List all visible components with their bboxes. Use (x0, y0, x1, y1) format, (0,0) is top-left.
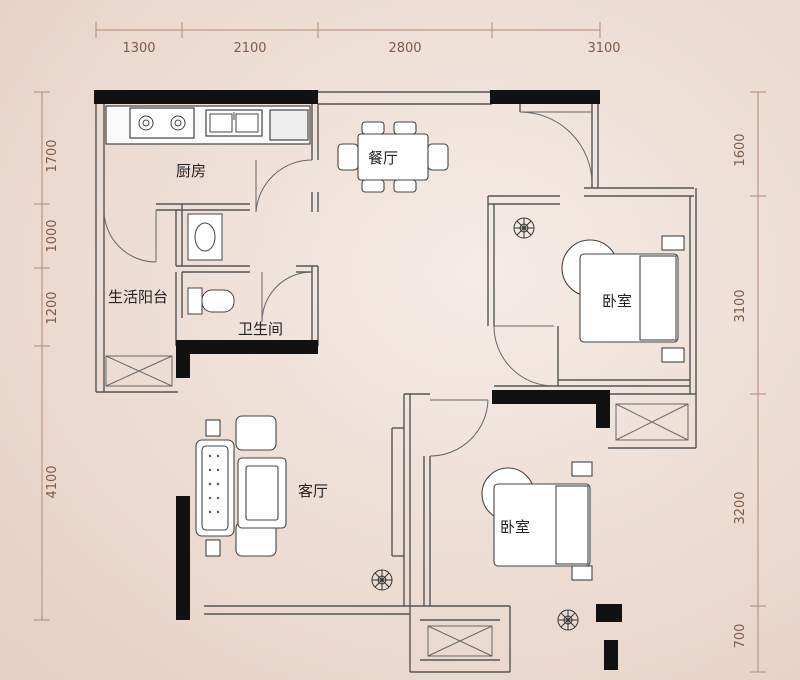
door-swing-icon (103, 111, 593, 457)
dim-left-3: 1200 (45, 291, 60, 324)
dim-right-3: 3200 (733, 491, 748, 524)
dim-right-4: 700 (733, 624, 748, 649)
window-icon (105, 355, 689, 657)
left-dimension-line (34, 91, 50, 621)
dim-right-1: 1600 (733, 133, 748, 166)
thick-walls (94, 90, 622, 670)
dim-left-2: 1000 (45, 219, 60, 252)
dim-top-4: 3100 (587, 41, 620, 56)
kitchen-counter (105, 105, 311, 145)
sofa-cushion-dots (208, 454, 220, 514)
sofa-set-icon (195, 415, 287, 557)
washbasin-icon (187, 213, 223, 261)
bed-icon (561, 235, 685, 363)
room-label-bathroom: 卫生间 (238, 320, 284, 338)
dim-left-1: 1700 (45, 139, 60, 172)
dim-left-4: 4100 (45, 465, 60, 498)
stove-icon (138, 115, 186, 131)
bed-icon (481, 461, 593, 581)
thin-walls (95, 91, 697, 673)
room-label-bedroom-2: 卧室 (500, 518, 531, 536)
plant-icon (513, 217, 535, 239)
room-label-living-room: 客厅 (298, 482, 329, 500)
right-dimension-line (750, 91, 766, 673)
room-label-dining: 餐厅 (368, 149, 399, 167)
room-label-kitchen: 厨房 (176, 162, 207, 180)
plant-icon (371, 569, 393, 591)
top-dimension-line (95, 22, 601, 38)
plant-icon (557, 609, 579, 631)
toilet-icon (187, 287, 235, 315)
sink-icon (209, 112, 259, 133)
dim-top-2: 2100 (233, 41, 266, 56)
dim-top-1: 1300 (122, 41, 155, 56)
dining-table-icon (337, 121, 449, 193)
room-label-bedroom-1: 卧室 (602, 292, 633, 310)
dim-top-3: 2800 (388, 41, 421, 56)
room-label-utility-balcony: 生活阳台 (108, 288, 169, 306)
dim-right-2: 3100 (733, 289, 748, 322)
